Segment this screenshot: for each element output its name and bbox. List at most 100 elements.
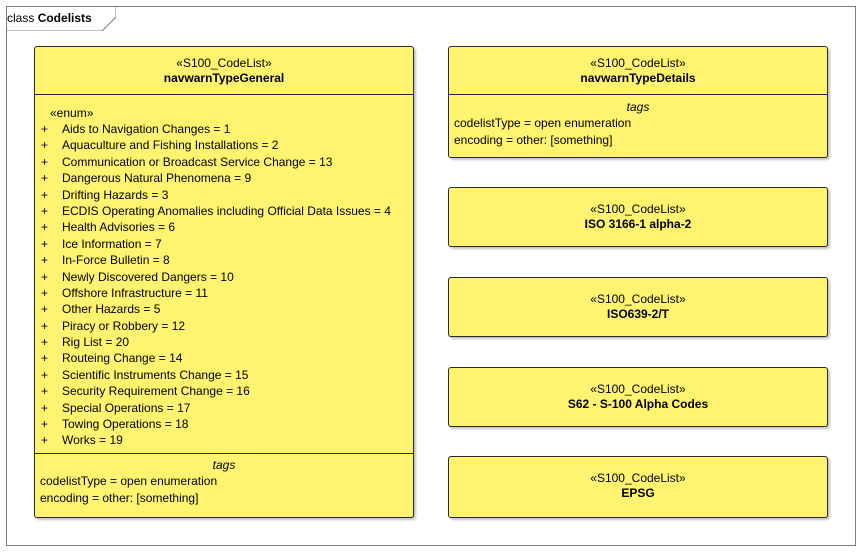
enum-literal[interactable]: + Routeing Change = 14 bbox=[35, 350, 413, 366]
enum-literal-label: Scientific Instruments Change = 15 bbox=[62, 367, 249, 382]
visibility-public-marker: + bbox=[41, 335, 49, 350]
enum-literal-label: Towing Operations = 18 bbox=[62, 417, 189, 432]
class-epsg[interactable]: «S100_CodeList» EPSG bbox=[448, 456, 828, 518]
literal-list: + Aids to Navigation Changes = 1 + Aquacult… bbox=[35, 121, 413, 449]
visibility-public-marker: + bbox=[41, 302, 49, 317]
enum-literal-label: Offshore Infrastructure = 11 bbox=[62, 285, 208, 300]
enum-literal[interactable]: + Communication or Broadcast Service Chan… bbox=[35, 154, 413, 170]
enum-literal[interactable]: + Dangerous Natural Phenomena = 9 bbox=[35, 170, 413, 186]
compartment-divider bbox=[35, 94, 413, 95]
enum-literal-label: Health Advisories = 6 bbox=[62, 220, 176, 235]
enum-literal[interactable]: + ECDIS Operating Anomalies including Off… bbox=[35, 203, 413, 219]
enum-literal[interactable]: + Special Operations = 17 bbox=[35, 400, 413, 416]
visibility-public-marker: + bbox=[41, 433, 49, 448]
visibility-public-marker: + bbox=[41, 220, 49, 235]
tag-codelist-type: codelistType = open enumeration bbox=[454, 116, 632, 130]
tags-compartment: tags codelistType = open enumeration enc… bbox=[35, 457, 413, 506]
class-navwarn-type-general[interactable]: «S100_CodeList» navwarnTypeGeneral «enum… bbox=[34, 46, 414, 518]
enum-literal-label: Rig List = 20 bbox=[62, 335, 130, 350]
class-header: «S100_CodeList» S62 - S-100 Alpha Codes bbox=[449, 368, 827, 412]
enum-literal[interactable]: + Newly Discovered Dangers = 10 bbox=[35, 269, 413, 285]
visibility-public-marker: + bbox=[41, 318, 49, 333]
class-iso-3166[interactable]: «S100_CodeList» ISO 3166-1 alpha-2 bbox=[448, 187, 828, 247]
tag-codelist-type: codelistType = open enumeration bbox=[40, 474, 218, 488]
visibility-public-marker: + bbox=[41, 269, 49, 284]
frame-label: class Codelists bbox=[7, 11, 92, 25]
enum-literal[interactable]: + Piracy or Robbery = 12 bbox=[35, 318, 413, 334]
enum-literal[interactable]: + Offshore Infrastructure = 11 bbox=[35, 285, 413, 301]
visibility-public-marker: + bbox=[41, 187, 49, 202]
class-header: «S100_CodeList» EPSG bbox=[449, 457, 827, 501]
tag-encoding: encoding = other: [something] bbox=[40, 490, 199, 505]
enum-keyword: «enum» bbox=[50, 106, 94, 120]
enum-literal[interactable]: + Other Hazards = 5 bbox=[35, 301, 413, 317]
class-navwarn-type-details[interactable]: «S100_CodeList» navwarnTypeDetails tags … bbox=[448, 46, 828, 158]
enum-literal[interactable]: + Rig List = 20 bbox=[35, 334, 413, 350]
class-header: «S100_CodeList» ISO 3166-1 alpha-2 bbox=[449, 188, 827, 232]
enum-literal-label: Aquaculture and Fishing Installations = … bbox=[62, 138, 279, 153]
enum-literal[interactable]: + Ice Information = 7 bbox=[35, 236, 413, 252]
class-name: navwarnTypeGeneral bbox=[163, 71, 285, 85]
class-name: ISO639-2/T bbox=[606, 307, 670, 321]
visibility-public-marker: + bbox=[41, 171, 49, 186]
class-name: navwarnTypeDetails bbox=[580, 71, 696, 85]
enum-literal[interactable]: + Towing Operations = 18 bbox=[35, 416, 413, 432]
visibility-public-marker: + bbox=[41, 285, 49, 300]
enum-literal[interactable]: + Aids to Navigation Changes = 1 bbox=[35, 121, 413, 137]
enum-literal-label: Routeing Change = 14 bbox=[62, 351, 183, 366]
enum-literal-label: Newly Discovered Dangers = 10 bbox=[62, 269, 234, 284]
class-stereotype: «S100_CodeList» bbox=[176, 56, 272, 70]
class-s62[interactable]: «S100_CodeList» S62 - S-100 Alpha Codes bbox=[448, 367, 828, 427]
class-name: ISO 3166-1 alpha-2 bbox=[584, 217, 692, 231]
visibility-public-marker: + bbox=[41, 384, 49, 399]
class-header: «S100_CodeList» ISO639-2/T bbox=[449, 278, 827, 322]
visibility-public-marker: + bbox=[41, 138, 49, 153]
tags-title: tags bbox=[626, 100, 650, 114]
visibility-public-marker: + bbox=[41, 417, 49, 432]
enum-literal-label: Security Requirement Change = 16 bbox=[62, 384, 250, 399]
visibility-public-marker: + bbox=[41, 122, 49, 136]
enum-literal-label: In-Force Bulletin = 8 bbox=[62, 253, 170, 268]
visibility-public-marker: + bbox=[41, 203, 49, 218]
enum-literal[interactable]: + In-Force Bulletin = 8 bbox=[35, 252, 413, 268]
enum-literal-label: Ice Information = 7 bbox=[62, 236, 162, 251]
enum-literal[interactable]: + Works = 19 bbox=[35, 432, 413, 448]
class-stereotype: «S100_CodeList» bbox=[590, 382, 686, 396]
enum-literal-label: Aids to Navigation Changes = 1 bbox=[62, 122, 231, 136]
enum-literal[interactable]: + Drifting Hazards = 3 bbox=[35, 187, 413, 203]
visibility-public-marker: + bbox=[41, 253, 49, 268]
enum-literal-label: Dangerous Natural Phenomena = 9 bbox=[62, 171, 252, 186]
class-stereotype: «S100_CodeList» bbox=[590, 471, 686, 485]
enum-literal[interactable]: + Scientific Instruments Change = 15 bbox=[35, 367, 413, 383]
visibility-public-marker: + bbox=[41, 154, 49, 169]
enum-literal[interactable]: + Aquaculture and Fishing Installations =… bbox=[35, 137, 413, 153]
frame-tab-outline bbox=[6, 6, 116, 31]
tag-encoding: encoding = other: [something] bbox=[454, 132, 613, 147]
class-header: «S100_CodeList» navwarnTypeDetails bbox=[449, 47, 827, 86]
class-stereotype: «S100_CodeList» bbox=[590, 202, 686, 216]
compartment-divider bbox=[449, 94, 827, 95]
enum-literal[interactable]: + Health Advisories = 6 bbox=[35, 219, 413, 235]
enum-literal-label: Drifting Hazards = 3 bbox=[62, 187, 169, 202]
class-name: S62 - S-100 Alpha Codes bbox=[567, 397, 709, 411]
enum-literal-label: Communication or Broadcast Service Chang… bbox=[62, 154, 333, 169]
class-name: EPSG bbox=[621, 486, 655, 500]
tags-compartment: tags codelistType = open enumeration enc… bbox=[449, 99, 827, 148]
class-stereotype: «S100_CodeList» bbox=[590, 292, 686, 306]
visibility-public-marker: + bbox=[41, 367, 49, 382]
enum-literal[interactable]: + Security Requirement Change = 16 bbox=[35, 383, 413, 399]
enum-literal-label: Works = 19 bbox=[62, 433, 123, 448]
frame-keyword: class bbox=[7, 11, 35, 25]
enum-literal-label: Piracy or Robbery = 12 bbox=[62, 318, 186, 333]
visibility-public-marker: + bbox=[41, 236, 49, 251]
enum-literal-label: ECDIS Operating Anomalies including Offi… bbox=[62, 203, 391, 218]
frame-name: Codelists bbox=[37, 11, 92, 25]
frame-tab bbox=[6, 6, 116, 31]
class-stereotype: «S100_CodeList» bbox=[590, 56, 686, 70]
visibility-public-marker: + bbox=[41, 400, 49, 415]
visibility-public-marker: + bbox=[41, 351, 49, 366]
class-header: «S100_CodeList» navwarnTypeGeneral bbox=[35, 47, 413, 86]
enum-literal-label: Special Operations = 17 bbox=[62, 400, 191, 415]
enum-literal-label: Other Hazards = 5 bbox=[62, 302, 161, 317]
class-iso-639[interactable]: «S100_CodeList» ISO639-2/T bbox=[448, 277, 828, 337]
